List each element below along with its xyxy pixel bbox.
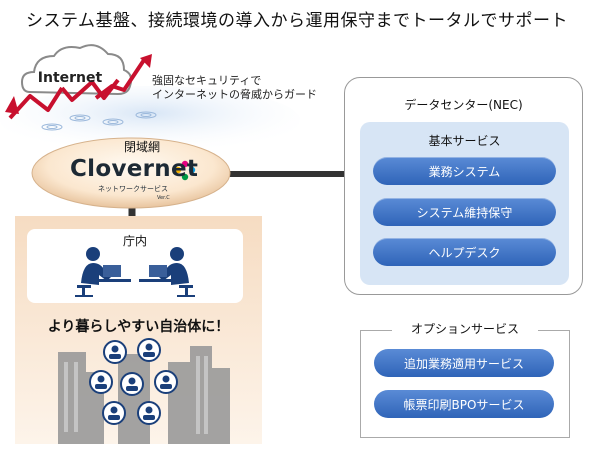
service-business-system: 業務システム bbox=[373, 157, 556, 185]
option-services-label: オプションサービス bbox=[392, 320, 538, 337]
option-services-box bbox=[360, 330, 570, 438]
office-label: 庁内 bbox=[122, 234, 147, 248]
option-bpo-printing: 帳票印刷BPOサービス bbox=[374, 390, 554, 418]
security-note-line-1: 強固なセキュリティで bbox=[152, 74, 262, 87]
closed-network-label: 閉域網 bbox=[123, 140, 160, 154]
option-additional-business: 追加業務適用サービス bbox=[374, 349, 554, 377]
headline: システム基盤、接続環境の導入から運用保守までトータルでサポート bbox=[26, 11, 568, 31]
clovernet-logo: Clovernet bbox=[70, 156, 199, 182]
worker-left-icon bbox=[75, 247, 131, 297]
worker-right-icon bbox=[139, 247, 195, 297]
slogan: より暮らしやすい自治体に！ bbox=[47, 319, 230, 335]
building-windows bbox=[64, 356, 208, 434]
service-system-maintenance: システム維持保守 bbox=[373, 198, 556, 226]
clovernet-version: Ver.C bbox=[157, 195, 170, 201]
service-helpdesk: ヘルプデスク bbox=[373, 238, 556, 266]
closed-network-ellipse bbox=[31, 137, 231, 209]
ripple-rings bbox=[41, 111, 157, 131]
clover-icon bbox=[174, 160, 196, 181]
internet-label: Internet bbox=[37, 70, 103, 86]
basic-services-label: 基本サービス bbox=[428, 134, 501, 148]
clovernet-subtitle: ネットワークサービス bbox=[98, 185, 168, 193]
network-glow bbox=[0, 86, 300, 154]
datacenter-label: データセンター(NEC) bbox=[404, 98, 523, 112]
office-workers bbox=[75, 247, 195, 297]
office-inner-panel bbox=[27, 229, 243, 303]
threat-arrows bbox=[5, 54, 152, 120]
citizen-faces bbox=[95, 343, 172, 420]
security-note-line-2: インターネットの脅威からガード bbox=[152, 88, 317, 101]
